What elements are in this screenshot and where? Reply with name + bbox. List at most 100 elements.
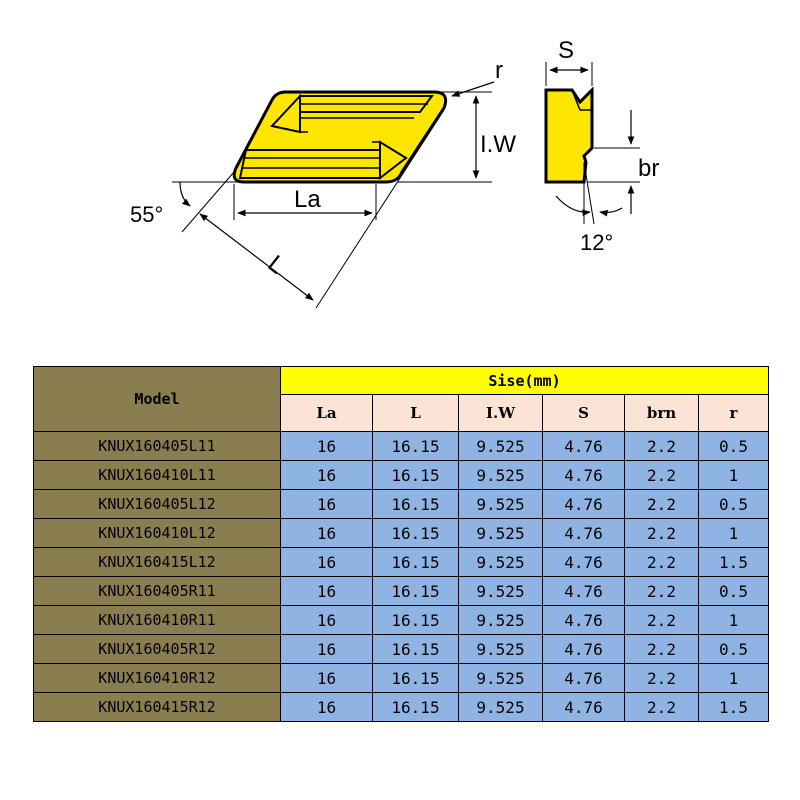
column-header-l: L — [372, 394, 459, 432]
insert-dimension-drawing: r I.W La 55° L S — [130, 37, 659, 309]
model-cell: KNUX160410L12 — [33, 518, 281, 548]
table-row: KNUX160410R12 16 16.15 9.525 4.76 2.2 1 — [33, 663, 769, 693]
model-cell: KNUX160405R12 — [33, 634, 281, 664]
la-cell: 16 — [280, 663, 373, 693]
model-cell: KNUX160415R12 — [33, 692, 281, 722]
s-cell: 4.76 — [542, 576, 625, 606]
l-cell: 16.15 — [372, 489, 459, 519]
table-row: KNUX160410R11 16 16.15 9.525 4.76 2.2 1 — [33, 605, 769, 635]
angle-55-label: 55° — [130, 202, 163, 227]
table-row: KNUX160415L12 16 16.15 9.525 4.76 2.2 1.… — [33, 547, 769, 577]
s-label: S — [558, 37, 574, 64]
table-row: KNUX160405L11 16 16.15 9.525 4.76 2.2 0.… — [33, 431, 769, 461]
l-cell: 16.15 — [372, 576, 459, 606]
s-cell: 4.76 — [542, 692, 625, 722]
brn-cell: 2.2 — [624, 431, 699, 461]
la-cell: 16 — [280, 489, 373, 519]
brn-cell: 2.2 — [624, 663, 699, 693]
insert-size-table: Model Sise(mm) La L I.W S brn r KNUX1604… — [33, 366, 769, 722]
brn-cell: 2.2 — [624, 460, 699, 490]
iw-cell: 9.525 — [458, 692, 543, 722]
radius-label: r — [495, 57, 503, 84]
la-cell: 16 — [280, 460, 373, 490]
brn-cell: 2.2 — [624, 518, 699, 548]
r-cell: 0.5 — [698, 576, 769, 606]
l-cell: 16.15 — [372, 634, 459, 664]
l-cell: 16.15 — [372, 605, 459, 635]
r-cell: 1 — [698, 663, 769, 693]
model-cell: KNUX160410R11 — [33, 605, 281, 635]
model-cell: KNUX160415L12 — [33, 547, 281, 577]
column-header-brn: brn — [624, 394, 699, 432]
table-row: KNUX160405R11 16 16.15 9.525 4.76 2.2 0.… — [33, 576, 769, 606]
brn-cell: 2.2 — [624, 692, 699, 722]
table-row: KNUX160410L11 16 16.15 9.525 4.76 2.2 1 — [33, 460, 769, 490]
la-cell: 16 — [280, 634, 373, 664]
r-cell: 1.5 — [698, 692, 769, 722]
s-cell: 4.76 — [542, 634, 625, 664]
model-cell: KNUX160405L12 — [33, 489, 281, 519]
angle-12-label: 12° — [580, 230, 613, 255]
r-cell: 1 — [698, 605, 769, 635]
model-cell: KNUX160410R12 — [33, 663, 281, 693]
model-cell: KNUX160405L11 — [33, 431, 281, 461]
s-cell: 4.76 — [542, 489, 625, 519]
la-cell: 16 — [280, 431, 373, 461]
table-row: KNUX160415R12 16 16.15 9.525 4.76 2.2 1.… — [33, 692, 769, 722]
r-cell: 1.5 — [698, 547, 769, 577]
s-cell: 4.76 — [542, 663, 625, 693]
iw-cell: 9.525 — [458, 576, 543, 606]
brn-cell: 2.2 — [624, 576, 699, 606]
r-cell: 1 — [698, 460, 769, 490]
la-cell: 16 — [280, 547, 373, 577]
s-cell: 4.76 — [542, 431, 625, 461]
radius-callout: r — [451, 57, 503, 97]
s-cell: 4.76 — [542, 547, 625, 577]
model-cell: KNUX160410L11 — [33, 460, 281, 490]
l-cell: 16.15 — [372, 692, 459, 722]
size-group-header: Sise(mm) — [280, 366, 769, 395]
insert-side-view — [544, 86, 594, 184]
column-header-s: S — [542, 394, 625, 432]
l-cell: 16.15 — [372, 547, 459, 577]
insert-top-view — [232, 90, 448, 184]
l-cell: 16.15 — [372, 431, 459, 461]
iw-cell: 9.525 — [458, 460, 543, 490]
s-cell: 4.76 — [542, 518, 625, 548]
la-cell: 16 — [280, 605, 373, 635]
s-cell: 4.76 — [542, 460, 625, 490]
r-cell: 0.5 — [698, 431, 769, 461]
s-cell: 4.76 — [542, 605, 625, 635]
table-row: KNUX160410L12 16 16.15 9.525 4.76 2.2 1 — [33, 518, 769, 548]
column-header-iw: I.W — [458, 394, 543, 432]
brn-cell: 2.2 — [624, 634, 699, 664]
la-cell: 16 — [280, 576, 373, 606]
br-label: br — [638, 155, 659, 182]
la-dimension: La — [233, 184, 377, 220]
iw-cell: 9.525 — [458, 663, 543, 693]
table-row: KNUX160405R12 16 16.15 9.525 4.76 2.2 0.… — [33, 634, 769, 664]
brn-cell: 2.2 — [624, 489, 699, 519]
model-column-header: Model — [33, 366, 281, 432]
r-cell: 0.5 — [698, 634, 769, 664]
br-dimension: br — [588, 110, 659, 214]
la-label: La — [294, 186, 321, 213]
r-cell: 0.5 — [698, 489, 769, 519]
brn-cell: 2.2 — [624, 605, 699, 635]
l-cell: 16.15 — [372, 663, 459, 693]
angle-55-dimension: 55° — [130, 171, 238, 233]
iw-cell: 9.525 — [458, 634, 543, 664]
iw-cell: 9.525 — [458, 489, 543, 519]
table-row: KNUX160405L12 16 16.15 9.525 4.76 2.2 0.… — [33, 489, 769, 519]
l-cell: 16.15 — [372, 460, 459, 490]
iw-label: I.W — [480, 131, 516, 158]
iw-cell: 9.525 — [458, 431, 543, 461]
la-cell: 16 — [280, 692, 373, 722]
angle-12-dimension: 12° — [555, 161, 623, 255]
column-header-r: r — [698, 394, 769, 432]
brn-cell: 2.2 — [624, 547, 699, 577]
iw-cell: 9.525 — [458, 518, 543, 548]
l-cell: 16.15 — [372, 518, 459, 548]
l-label: L — [263, 250, 290, 280]
iw-cell: 9.525 — [458, 547, 543, 577]
